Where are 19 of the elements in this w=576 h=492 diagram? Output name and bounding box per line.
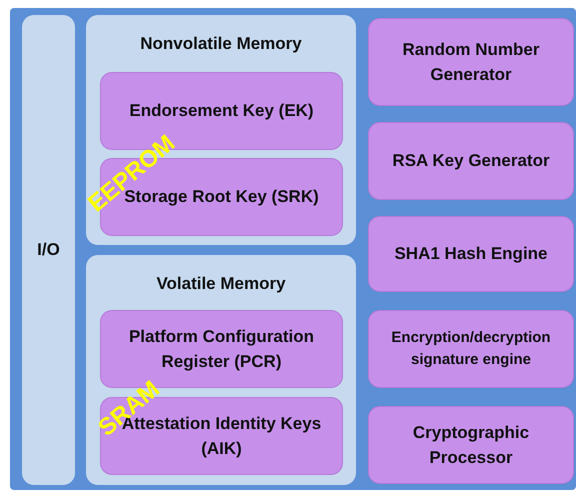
node-label: Random Number Generator: [402, 38, 540, 86]
node-label: Encryption/decryption signature engine: [390, 328, 552, 370]
io-block: [22, 15, 75, 485]
node-label: SHA1 Hash Engine: [393, 243, 549, 266]
component-box: [368, 310, 574, 388]
memory-panel: [86, 15, 356, 245]
node-label: I/O: [36, 239, 61, 262]
node-label: Platform Configuration Register (PCR): [128, 326, 316, 373]
component-box: [368, 122, 574, 200]
component-box: [368, 18, 574, 106]
component-box: [368, 216, 574, 292]
node-label: Nonvolatile Memory: [139, 33, 303, 55]
node-label: RSA Key Generator: [391, 150, 551, 172]
node-label: Volatile Memory: [155, 273, 287, 295]
memory-panel: [86, 255, 356, 485]
node-label: Cryptographic Processor: [412, 422, 530, 469]
panel-background: [10, 8, 576, 490]
node-label: Endorsement Key (EK): [128, 100, 315, 122]
component-box: [368, 406, 574, 484]
